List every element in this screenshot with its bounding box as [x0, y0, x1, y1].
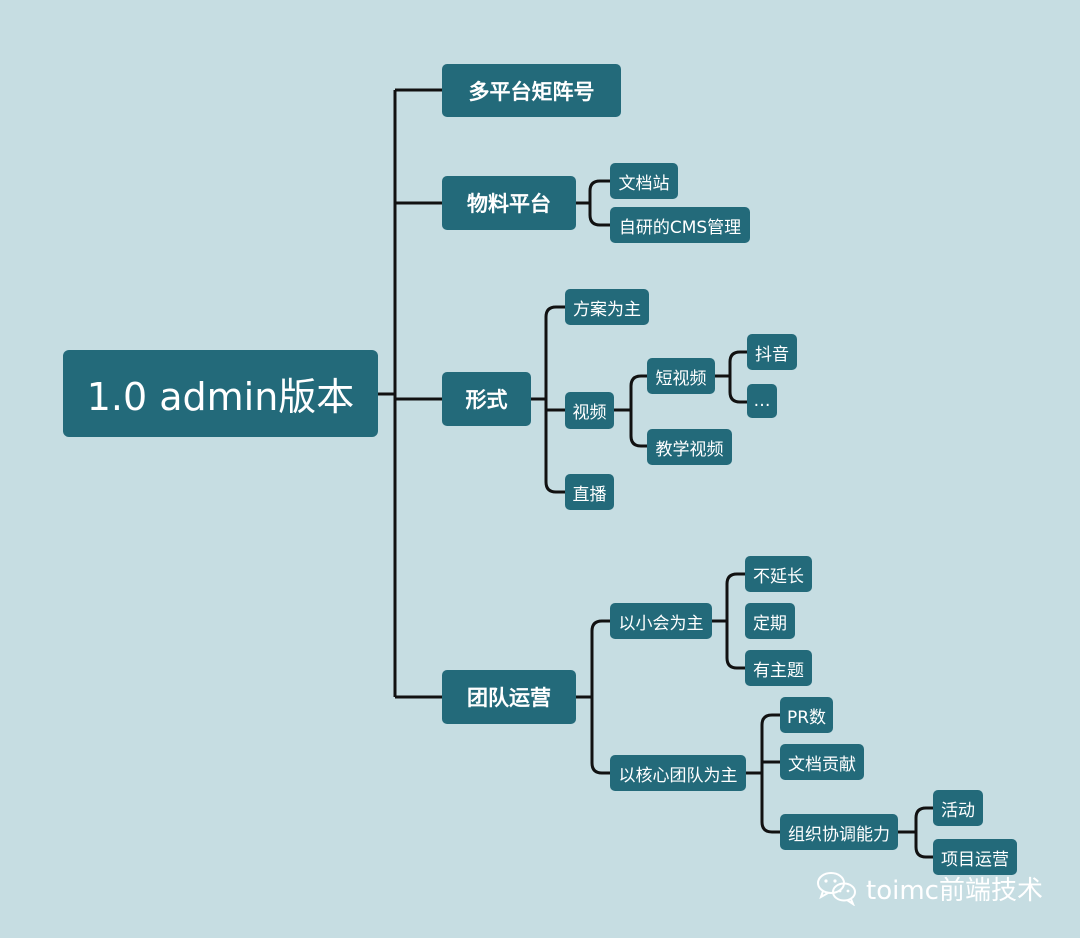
node-live[interactable]: 直播 — [565, 474, 614, 510]
node-doc-contribution[interactable]: 文档贡献 — [780, 744, 864, 780]
node-themed[interactable]: 有主题 — [745, 650, 812, 686]
node-activity[interactable]: 活动 — [933, 790, 983, 826]
node-pr-count[interactable]: PR数 — [780, 697, 833, 733]
node-small-meeting[interactable]: 以小会为主 — [610, 603, 712, 639]
node-douyin[interactable]: 抖音 — [747, 334, 797, 370]
node-regular[interactable]: 定期 — [745, 603, 795, 639]
node-form[interactable]: 形式 — [442, 372, 531, 426]
node-ellipsis[interactable]: … — [747, 384, 777, 418]
node-project-operation[interactable]: 项目运营 — [933, 839, 1017, 875]
root-node[interactable]: 1.0 admin版本 — [63, 350, 378, 437]
node-core-team[interactable]: 以核心团队为主 — [610, 755, 746, 791]
node-doc-site[interactable]: 文档站 — [610, 163, 678, 199]
wechat-icon — [817, 872, 856, 906]
node-short-video[interactable]: 短视频 — [647, 358, 715, 394]
node-team-operation[interactable]: 团队运营 — [442, 670, 576, 724]
node-material-platform[interactable]: 物料平台 — [442, 176, 576, 230]
node-matrix-accounts[interactable]: 多平台矩阵号 — [442, 64, 621, 117]
node-plan-first[interactable]: 方案为主 — [565, 289, 649, 325]
node-no-extension[interactable]: 不延长 — [745, 556, 812, 592]
watermark: toimc前端技术 — [816, 868, 1043, 908]
node-coordination-ability[interactable]: 组织协调能力 — [780, 814, 898, 850]
node-video[interactable]: 视频 — [565, 392, 614, 429]
node-self-cms[interactable]: 自研的CMS管理 — [610, 207, 750, 243]
watermark-text: toimc前端技术 — [866, 875, 1043, 906]
node-teaching-video[interactable]: 教学视频 — [647, 429, 732, 465]
